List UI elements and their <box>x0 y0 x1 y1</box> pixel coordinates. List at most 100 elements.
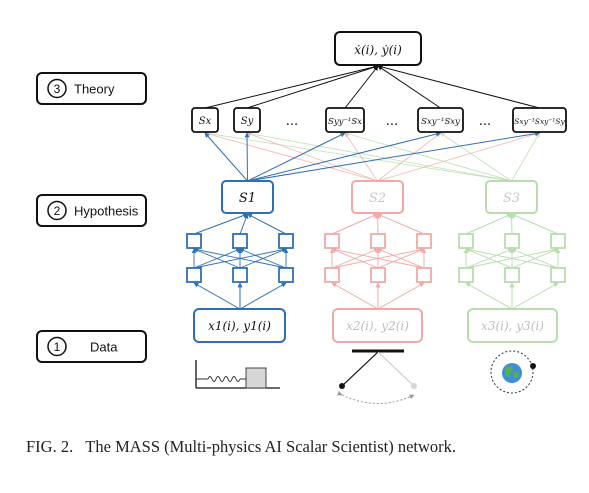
figure-caption: FIG. 2. The MASS (Multi-physics AI Scala… <box>26 436 571 458</box>
hidden-to-hypothesis-edge <box>246 213 287 235</box>
theory-to-output-edge <box>204 64 379 109</box>
hidden-to-hypothesis-edge <box>331 213 379 235</box>
stage-theory-number: 3 <box>54 82 61 96</box>
hidden-neuron <box>416 233 432 249</box>
theory-term-sxy-inv-sxy: Sxy⁻¹Sxy <box>417 107 464 133</box>
hypothesis-to-term-edge <box>204 131 378 182</box>
orbit-illustration <box>490 350 536 394</box>
stage-hypothesis-label: Hypothesis <box>74 204 139 219</box>
stage-theory-label: Theory <box>74 82 115 97</box>
hypothesis-to-term-edge <box>247 132 346 182</box>
hidden-to-hidden-edge <box>465 248 513 269</box>
data-to-hidden-edge <box>331 282 379 310</box>
theory-to-output-edge <box>377 65 441 109</box>
hidden-neuron <box>504 233 520 249</box>
stage-hypothesis: 2 Hypothesis <box>36 194 147 227</box>
stage-data: 1 Data <box>36 330 147 363</box>
hidden-neuron <box>504 267 520 283</box>
hypothesis-node-1: S1 <box>221 180 274 214</box>
mass-network-diagram: 3 Theory 2 Hypothesis 1 Data ẋ(i), ẏ(i) … <box>36 31 567 404</box>
hidden-to-hypothesis-edge <box>509 213 515 235</box>
svg-text:Sxy⁻¹Sxy⁻¹Sy: Sxy⁻¹Sxy⁻¹Sy <box>514 117 565 126</box>
hidden-neuron <box>416 267 432 283</box>
hidden-to-hidden-edge <box>331 247 425 269</box>
stage-theory: 3 Theory <box>36 72 147 105</box>
hypothesis-to-term-edge <box>511 132 540 182</box>
hypothesis-to-term-edge <box>377 131 541 182</box>
theory-ellipsis-1: ... <box>286 114 298 129</box>
svg-text:Syy⁻¹Sx: Syy⁻¹Sx <box>328 117 362 127</box>
hidden-to-hidden-edge <box>465 247 559 269</box>
hidden-to-hidden-edge <box>193 248 241 269</box>
svg-text:Sy: Sy <box>241 116 254 127</box>
svg-text:S3: S3 <box>503 191 520 206</box>
hidden-neuron <box>278 267 294 283</box>
hidden-neuron <box>458 233 474 249</box>
hidden-to-hypothesis-edge <box>510 213 559 235</box>
svg-text:S1: S1 <box>239 191 256 206</box>
hidden-to-hypothesis-edge <box>239 213 249 235</box>
output-node-label: ẋ(i), ẏ(i) <box>354 43 402 57</box>
hidden-neuron <box>186 233 202 249</box>
svg-text:x1(i), y1(i): x1(i), y1(i) <box>208 319 271 333</box>
spring-mass-illustration <box>195 360 280 389</box>
data-to-hidden-edge <box>465 282 513 310</box>
hidden-to-hidden-edge <box>377 248 425 269</box>
theory-ellipsis-2: ... <box>386 114 398 129</box>
hypothesis-to-term-edge <box>247 131 442 182</box>
theory-to-output-edge <box>344 65 379 109</box>
stage-data-number: 1 <box>54 340 61 354</box>
hidden-neuron <box>550 233 566 249</box>
svg-text:x2(i), y2(i): x2(i), y2(i) <box>346 319 409 333</box>
output-node: ẋ(i), ẏ(i) <box>334 31 422 66</box>
theory-term-sxy-inv-sxy-inv-sy: Sxy⁻¹Sxy⁻¹Sy <box>512 107 567 133</box>
hypothesis-to-term-edge <box>247 131 541 182</box>
hidden-to-hidden-edge <box>193 247 287 269</box>
hidden-neuron <box>278 233 294 249</box>
hidden-to-hidden-edge <box>331 248 379 269</box>
svg-text:Sx: Sx <box>199 116 212 127</box>
theory-term-sx: Sx <box>191 107 219 133</box>
hypothesis-to-term-edge <box>246 132 378 182</box>
hidden-to-hidden-edge <box>511 248 559 269</box>
hypothesis-to-term-edge <box>344 132 378 182</box>
hidden-to-hypothesis-edge <box>465 213 513 235</box>
svg-text:x3(i), y3(i): x3(i), y3(i) <box>481 319 544 333</box>
data-to-hidden-edge <box>377 282 425 310</box>
pendulum-illustration <box>336 349 417 404</box>
theory-to-output-edge <box>377 64 540 109</box>
hypothesis-to-term-edge <box>244 132 250 182</box>
stage-data-label: Data <box>90 340 118 355</box>
hypothesis-to-term-edge <box>440 132 512 182</box>
network-edges <box>191 64 561 310</box>
stage-hypothesis-number: 2 <box>54 204 61 218</box>
svg-text:Sxy⁻¹Sxy: Sxy⁻¹Sxy <box>421 117 460 127</box>
hidden-neuron <box>186 267 202 283</box>
hypothesis-to-term-edge <box>344 131 512 182</box>
theory-term-syy-inv-sx: Syy⁻¹Sx <box>325 107 365 133</box>
hypothesis-to-term-edge <box>246 131 512 182</box>
data-to-hidden-edge <box>239 282 287 310</box>
hidden-neuron <box>370 233 386 249</box>
hidden-neuron <box>232 267 248 283</box>
hidden-to-hypothesis-edge <box>193 213 249 235</box>
hypothesis-node-3: S3 <box>485 180 538 214</box>
hypothesis-to-term-edge <box>204 131 512 182</box>
theory-term-sy: Sy <box>233 107 261 133</box>
hidden-neuron <box>370 267 386 283</box>
data-to-hidden-edge <box>511 282 559 310</box>
hidden-layers <box>186 233 566 283</box>
hypothesis-to-term-edge <box>377 132 441 182</box>
hidden-to-hypothesis-edge <box>375 213 381 235</box>
theory-to-output-edge <box>246 64 379 109</box>
data-node-3: x3(i), y3(i) <box>467 308 558 343</box>
hidden-neuron <box>458 267 474 283</box>
hidden-to-hypothesis-edge <box>376 213 425 235</box>
hidden-neuron <box>324 267 340 283</box>
hidden-to-hidden-edge <box>239 248 287 269</box>
hidden-neuron <box>232 233 248 249</box>
figure-caption-label: FIG. 2. <box>26 437 74 456</box>
earth-icon <box>502 363 522 383</box>
hidden-neuron <box>324 233 340 249</box>
theory-ellipsis-3: ... <box>479 114 491 129</box>
